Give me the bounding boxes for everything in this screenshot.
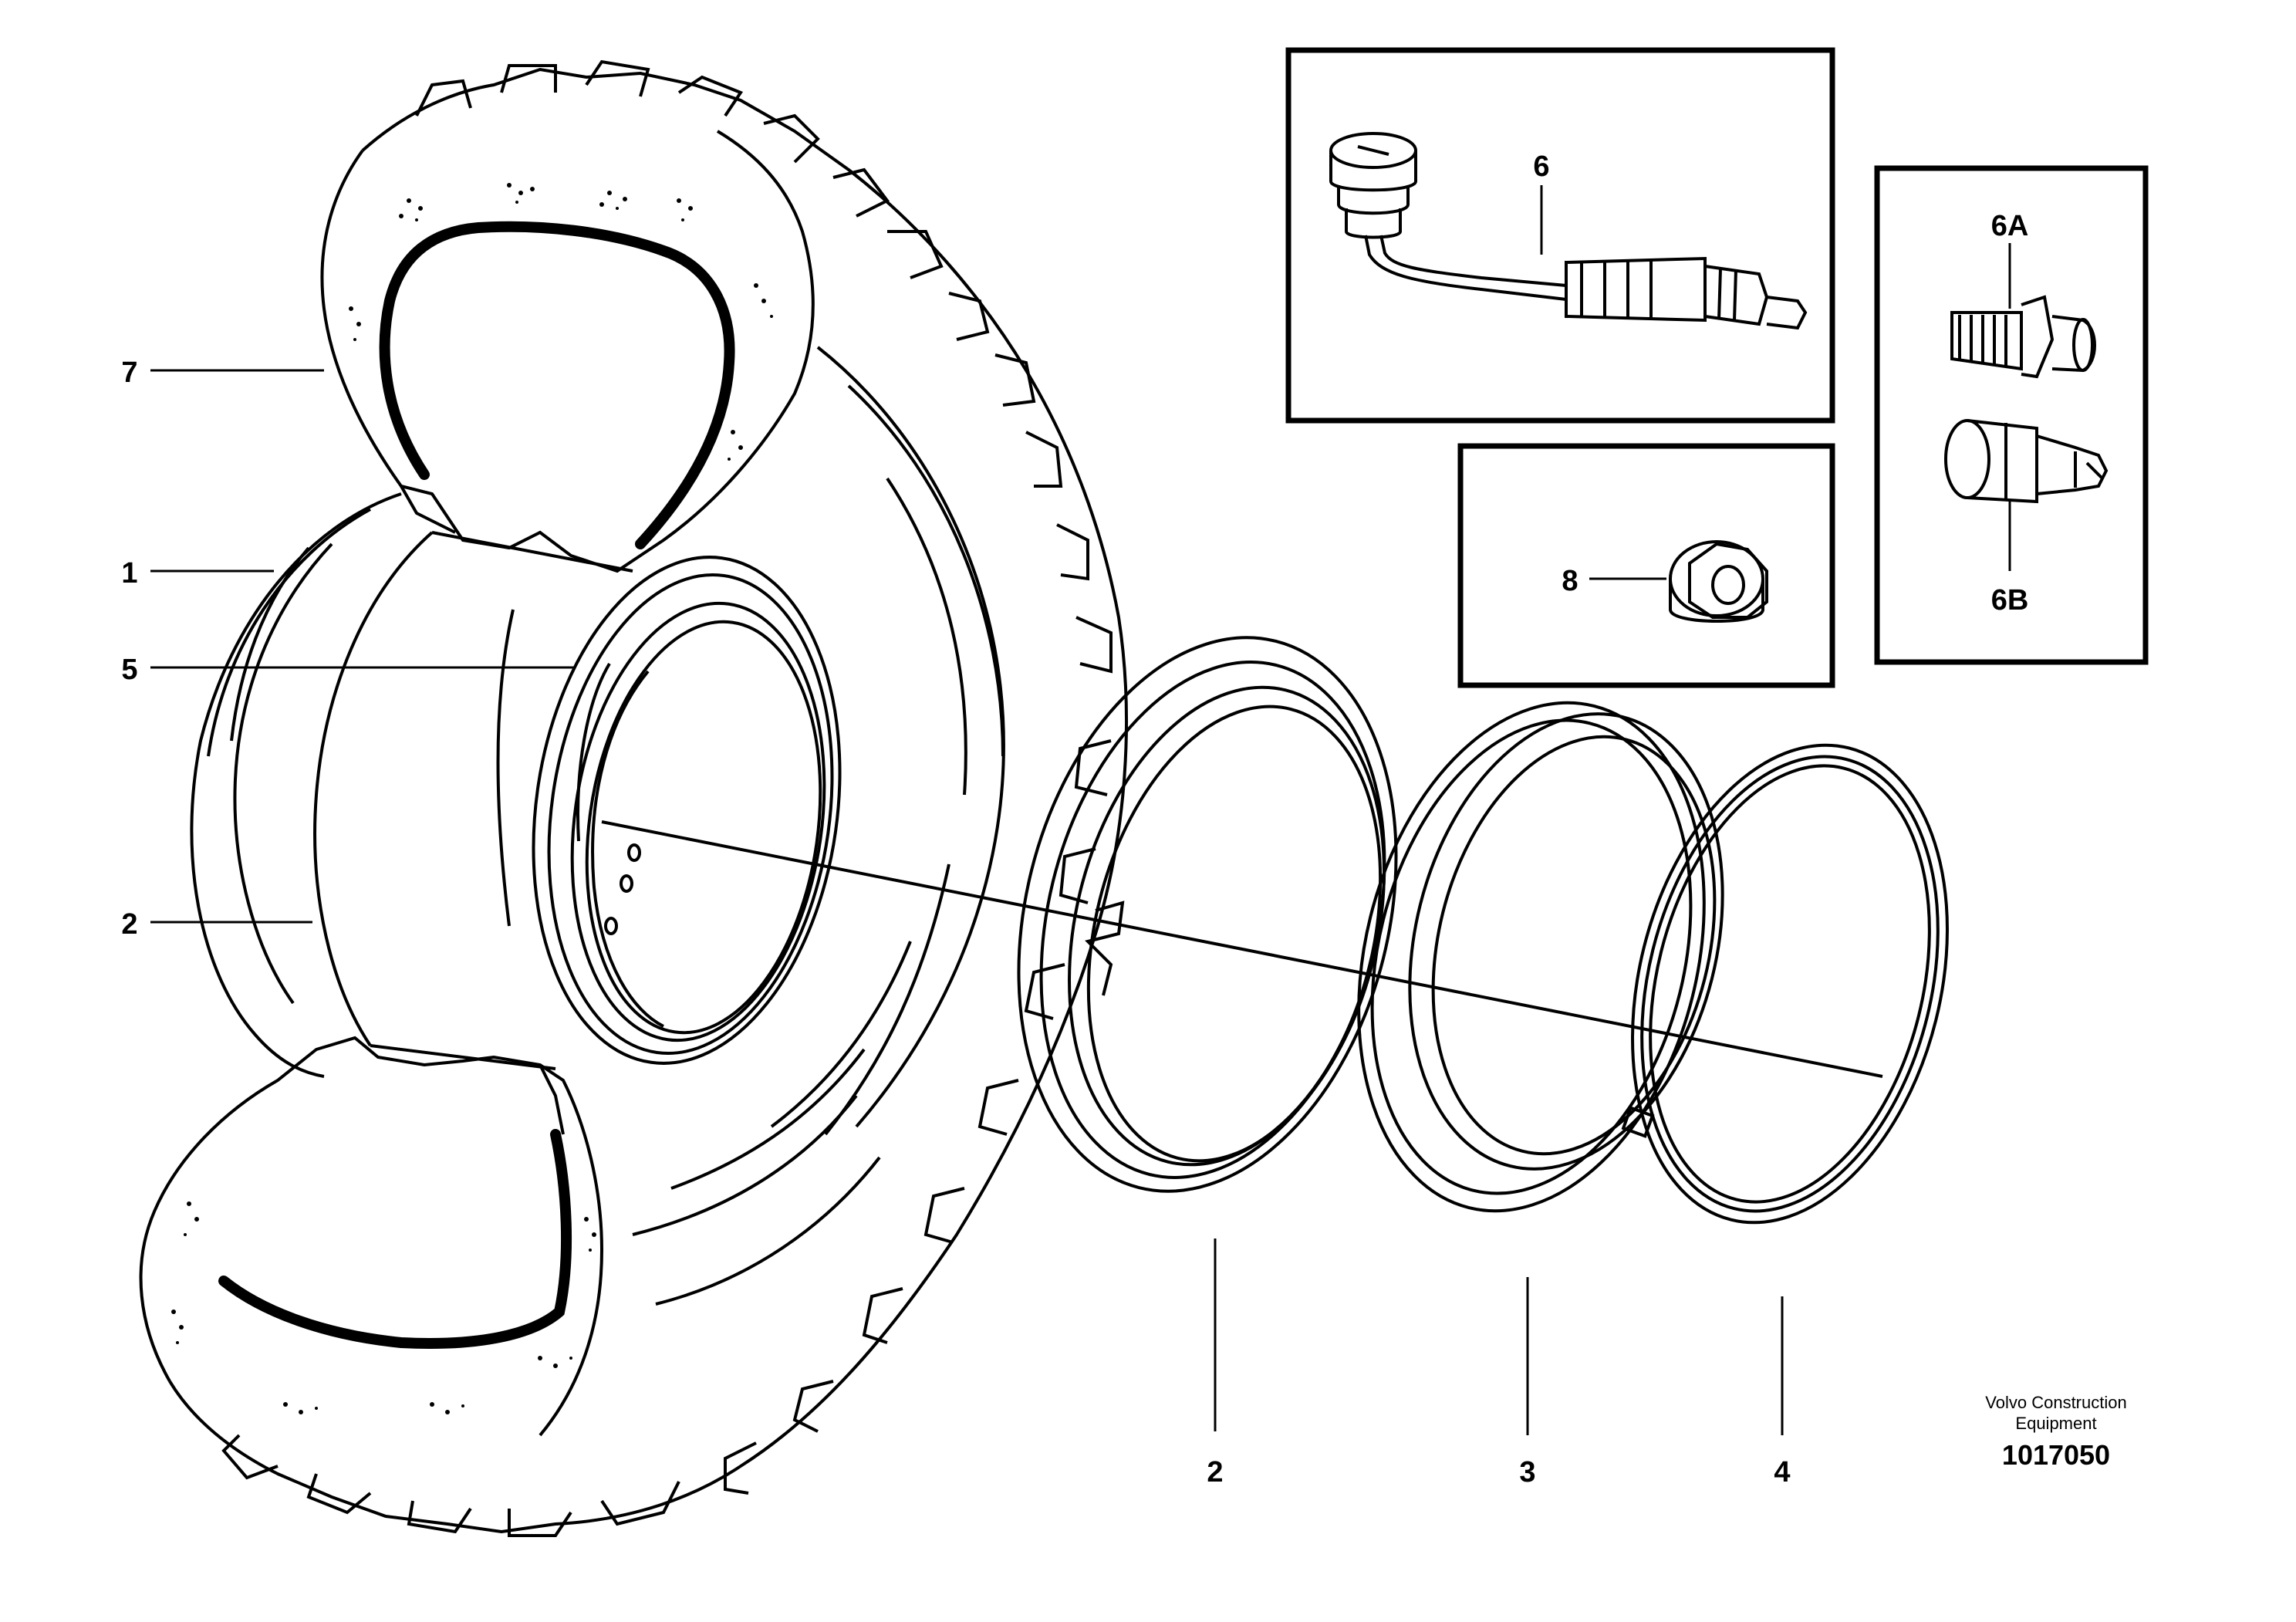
lock-ring-part-4 [1621, 743, 1949, 1225]
rim-bolt-holes [604, 843, 641, 935]
callout-2-bottom: 2 [1207, 1456, 1223, 1489]
drawing-number: 1017050 [2002, 1439, 2110, 1471]
tire-stipple-texture [171, 183, 773, 1414]
callout-6: 6 [1533, 150, 1549, 183]
side-ring-part-2 [1017, 636, 1398, 1193]
callout-6a: 6A [1991, 210, 2029, 242]
manufacturer-line-1: Volvo Construction [1985, 1393, 2126, 1412]
nut-inset-box [1457, 443, 1835, 688]
valve-parts-inset-box [1874, 165, 2149, 665]
callout-1: 1 [121, 557, 137, 590]
valve-cap-part-6b [1944, 419, 2109, 504]
bead-seat-band-part-3 [1357, 701, 1724, 1213]
valve-core-part-6a [1950, 295, 2096, 379]
callout-6b: 6B [1991, 584, 2029, 617]
callout-4: 4 [1774, 1456, 1790, 1489]
inner-tube-lower [218, 1129, 572, 1349]
leader-lines [150, 369, 1784, 1435]
assembly-axis-line [601, 820, 1883, 1078]
callout-5: 5 [121, 654, 137, 686]
valve-assembly-part-6 [1329, 132, 1808, 330]
callout-2-left: 2 [121, 908, 137, 941]
callout-8: 8 [1562, 565, 1578, 597]
callout-7: 7 [121, 357, 137, 389]
inner-tube-upper [379, 221, 735, 549]
tire [139, 59, 1128, 1537]
wheel-nut-part-8 [1669, 540, 1768, 623]
callout-3: 3 [1519, 1456, 1535, 1489]
rim [190, 492, 842, 1078]
valve-inset-box [1285, 47, 1835, 424]
manufacturer-line-2: Equipment [2015, 1414, 2096, 1433]
